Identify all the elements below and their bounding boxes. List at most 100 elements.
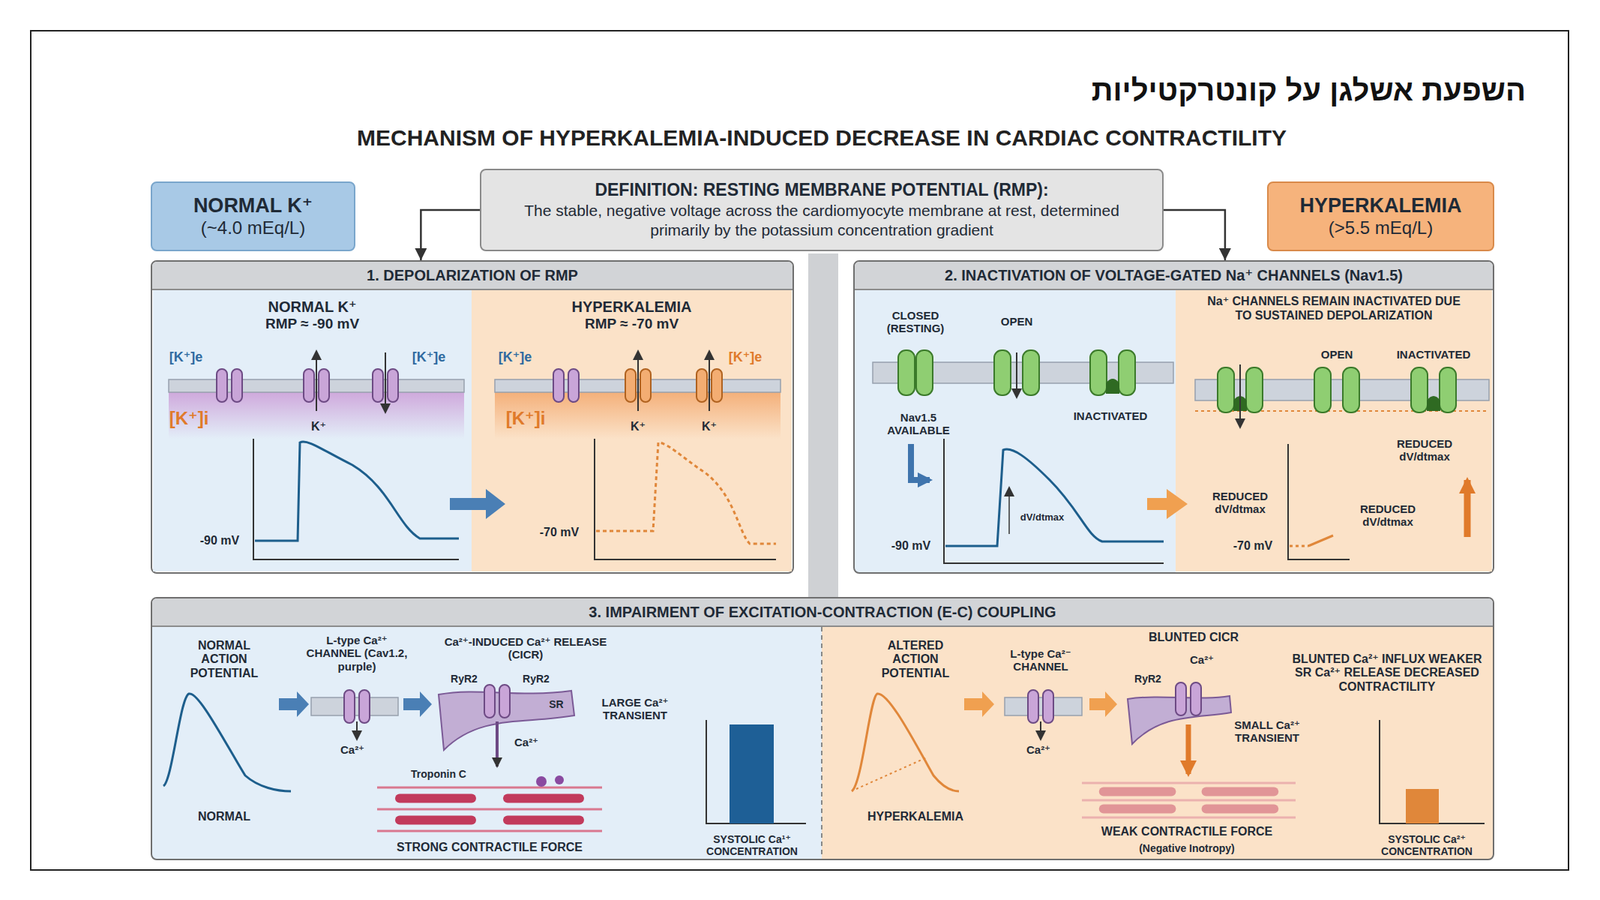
bar-chart-normal <box>729 724 774 824</box>
connector-arrow <box>1163 209 1226 261</box>
myosin-filament <box>503 815 585 825</box>
hebrew-title: השפעת אשלגן על קונטרקטיליות <box>1091 73 1526 108</box>
sarcoplasmic-reticulum <box>484 684 510 718</box>
membrane-hyperkalemia <box>708 350 711 411</box>
l-type-channel-blunted <box>1039 721 1042 740</box>
action-potential-hyperkalemia <box>596 442 777 544</box>
flow-arrow <box>964 691 995 717</box>
label-box: ALTERED ACTION POTENTIAL <box>866 638 965 681</box>
action-potential-slow-upstroke <box>1308 535 1334 546</box>
label-box: [K⁺]e <box>412 349 447 366</box>
label-text: Troponin C <box>410 767 467 780</box>
action-potential-normal <box>254 441 459 541</box>
label-box: REDUCED dV/dtmax <box>1379 437 1470 464</box>
label-text: REDUCED dV/dtmax <box>1342 502 1433 529</box>
label-text: -90 mV <box>891 539 931 553</box>
label-text: INACTIVATED <box>1396 347 1472 361</box>
flow-arrow <box>1089 691 1118 717</box>
label-text: OPEN <box>1000 314 1034 328</box>
label-text: L-type Ca²⁻ CHANNEL <box>991 647 1090 674</box>
label-text: HYPERKALEMIA <box>867 809 964 824</box>
label-box: [K⁺]e <box>169 349 204 366</box>
action-potential-slow-upstroke <box>1289 545 1309 548</box>
l-type-channel <box>344 689 370 723</box>
label-box: SR <box>548 698 564 711</box>
myofilaments <box>377 787 603 831</box>
label-text: K⁺ <box>701 419 717 434</box>
label-box: [K⁺]i <box>506 407 546 429</box>
label-box: HYPERKALEMIA <box>867 809 964 824</box>
label-text: RyR2 <box>522 672 550 685</box>
label-text: Ca²⁺-INDUCED Ca²⁺ RELEASE (CICR) <box>439 635 612 662</box>
title-text: השפעת אשלגן על קונטרקטיליות <box>1091 73 1526 107</box>
label-box: INACTIVATED <box>1073 409 1148 423</box>
label-box: CLOSED (RESTING) <box>870 308 961 336</box>
label-text: OPEN <box>1321 347 1354 361</box>
label-text: NORMAL ACTION POTENTIAL <box>175 638 273 681</box>
label-box: K⁺ <box>630 419 646 434</box>
label-box: NORMAL ACTION POTENTIAL <box>175 638 273 681</box>
bar-chart-hyperkalemia <box>1379 719 1485 824</box>
label-text: SYSTOLIC Ca²⁺ CONCENTRATION <box>1363 832 1491 857</box>
node-body: RMP ≈ -90 mV <box>160 315 465 333</box>
label-box: K⁺ <box>701 419 717 434</box>
l-type-channel <box>311 689 399 740</box>
label-text: NORMAL <box>197 809 251 824</box>
node-heading: DEFINITION: RESTING MEMBRANE POTENTIAL (… <box>594 179 1049 201</box>
label-text: CLOSED (RESTING) <box>870 308 961 336</box>
membrane-normal <box>384 352 387 413</box>
label-text: WEAK CONTRACTILE FORCE <box>1101 824 1273 839</box>
label-box: Troponin C <box>410 767 467 780</box>
label-box: L-type Ca²⁺ CHANNEL (Cav1.2, purple) <box>300 633 414 673</box>
label-box: RyR2 <box>450 672 478 685</box>
label-box: L-type Ca²⁻ CHANNEL <box>991 647 1090 674</box>
l-type-channel-blunted <box>1027 689 1054 723</box>
outer-frame <box>30 30 1569 870</box>
label-box: Ca²⁺ <box>1189 653 1214 666</box>
label-box: -70 mV <box>539 525 579 540</box>
panel-separator <box>808 253 839 597</box>
membrane-hyperkalemia <box>553 368 579 402</box>
label-text: L-type Ca²⁺ CHANNEL (Cav1.2, purple) <box>300 633 414 673</box>
label-box: Ca²⁺ <box>1026 743 1051 756</box>
label-text: BLUNTED CICR <box>1148 630 1239 645</box>
sarcoplasmic-reticulum <box>495 721 499 767</box>
myosin-filament <box>395 794 477 803</box>
label-box: Nav1.5 AVAILABLE <box>877 410 960 438</box>
label-box: MECHANISM OF HYPERKALEMIA-INDUCED DECREA… <box>356 125 1287 152</box>
label-box: Ca²⁺ <box>340 743 365 756</box>
label-box: RyR2 <box>1134 672 1162 685</box>
label-text: Ca²⁺ <box>1026 743 1051 756</box>
node-body: The stable, negative voltage across the … <box>494 200 1149 241</box>
sodium-channels-inactivated <box>1464 479 1472 537</box>
actin-filament <box>377 829 603 833</box>
main-title: MECHANISM OF HYPERKALEMIA-INDUCED DECREA… <box>356 125 1287 152</box>
label-box: SYSTOLIC Ca¹⁺ CONCENTRATION <box>688 832 816 857</box>
action-potential-altered <box>856 757 927 789</box>
transition-arrow <box>1147 488 1188 519</box>
label-text: K⁺ <box>630 419 646 434</box>
sodium-channels-normal <box>1090 350 1136 396</box>
label-text: BLUNTED Ca²⁺ INFLUX WEAKER SR Ca²⁺ RELEA… <box>1285 652 1489 694</box>
action-potential-fast-upstroke <box>945 449 1164 546</box>
action-potential-hyperkalemia <box>594 438 777 560</box>
myosin-filament <box>395 815 477 825</box>
label-box: dV/dtmax <box>1020 512 1065 524</box>
label-text: Nav1.5 AVAILABLE <box>877 410 960 438</box>
action-potential-normal <box>253 438 459 560</box>
actin-filament <box>1081 816 1296 819</box>
membrane-normal <box>216 368 243 402</box>
label-box: BLUNTED Ca²⁺ INFLUX WEAKER SR Ca²⁺ RELEA… <box>1285 652 1489 694</box>
label-text: RyR2 <box>1134 672 1162 685</box>
label-box: STRONG CONTRACTILE FORCE <box>396 840 583 854</box>
node-heading: NORMAL K⁺ <box>193 193 313 218</box>
sarcoplasmic-reticulum-blunted <box>1186 724 1192 774</box>
label-text: [K⁺]e <box>412 349 447 366</box>
action-potential-fast-upstroke <box>943 438 1164 564</box>
bar-chart-hyperkalemia <box>1405 788 1439 824</box>
node-heading: 2. INACTIVATION OF VOLTAGE-GATED Na⁺ CHA… <box>854 261 1493 291</box>
actin-filament <box>1081 782 1296 785</box>
label-text: Ca²⁺ <box>1189 653 1214 666</box>
label-text: INACTIVATED <box>1073 409 1148 423</box>
sodium-channels-inactivated <box>1411 367 1457 413</box>
